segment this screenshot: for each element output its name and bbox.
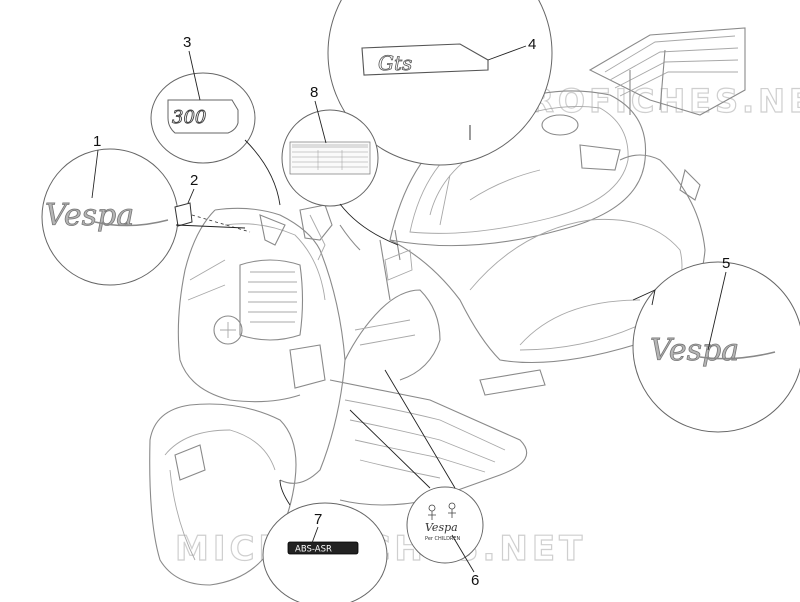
svg-text:3: 3: [183, 34, 191, 51]
info-sticker: [289, 141, 371, 175]
callout-6: 6: [451, 534, 479, 589]
callout-4: 4: [487, 36, 536, 61]
part-2-sticker: [174, 202, 193, 227]
badge-abs-asr: ABS-ASR: [295, 545, 332, 555]
abs-asr-plate: [287, 541, 359, 555]
svg-text:2: 2: [190, 172, 198, 189]
svg-text:4: 4: [528, 36, 536, 53]
svg-text:1: 1: [93, 133, 101, 150]
svg-text:Per CHILDREN: Per CHILDREN: [425, 536, 461, 542]
svg-text:5: 5: [722, 255, 730, 272]
callout-circle-5: [632, 261, 800, 433]
gts-plate: [361, 43, 489, 76]
svg-text:Vespa: Vespa: [425, 521, 458, 534]
badge-300-plate: [167, 99, 239, 134]
callout-5: 5: [707, 255, 730, 351]
svg-text:Vespa: Vespa: [650, 333, 739, 368]
badge-300: 300: [172, 107, 206, 128]
callout-3: 3: [183, 34, 201, 101]
svg-text:7: 7: [314, 511, 322, 528]
svg-text:8: 8: [310, 84, 318, 101]
callout-1: 1: [91, 133, 101, 199]
vespa-badge-left: Vespa: [45, 198, 169, 233]
callout-2: 2: [187, 172, 198, 204]
callout-7: 7: [311, 511, 322, 544]
vespa-badge-right: Vespa: [650, 333, 776, 368]
vespa-children-sticker: Vespa Per CHILDREN: [425, 502, 461, 542]
svg-text:6: 6: [471, 572, 479, 589]
badge-gts: Gts: [378, 51, 412, 75]
callout-8: 8: [310, 84, 327, 144]
callout-circle-6: [406, 486, 484, 564]
callout-circle-4: [327, 0, 553, 166]
svg-text:Vespa: Vespa: [45, 198, 134, 233]
